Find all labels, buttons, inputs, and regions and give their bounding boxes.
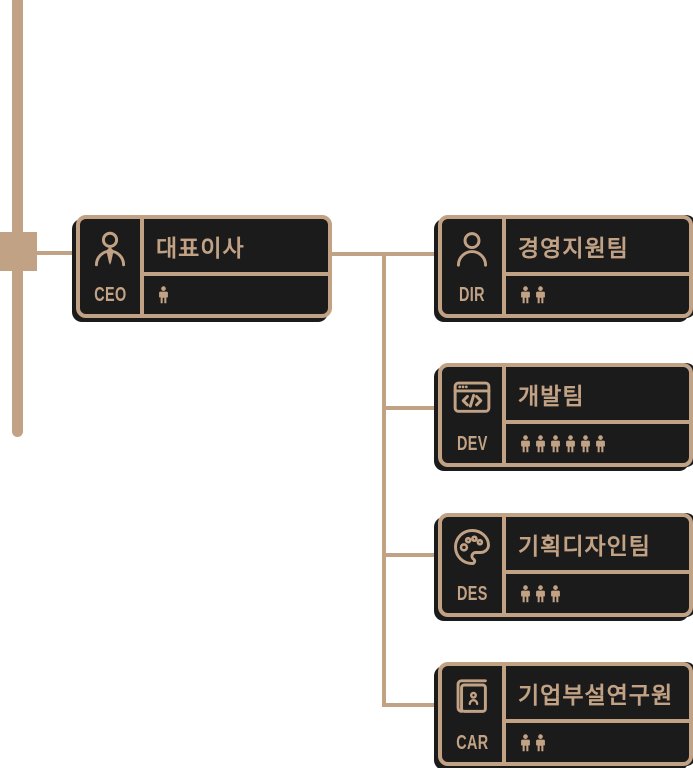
person-icon	[536, 584, 545, 602]
car-icon-column: CAR	[442, 666, 506, 762]
palette-icon	[450, 525, 494, 569]
headcount-row	[506, 723, 689, 762]
org-card-dir: DIR 경영지원팀	[438, 215, 693, 318]
person-icon	[521, 733, 530, 751]
headcount-row	[144, 276, 328, 314]
org-title: 기획디자인팀	[518, 532, 651, 559]
person-icon	[521, 286, 530, 304]
connector-root-to-ceo	[37, 251, 76, 255]
person-icon	[521, 434, 530, 452]
person-icon	[566, 434, 575, 452]
person-icon	[581, 434, 590, 452]
org-title: 경영지원팀	[518, 234, 629, 261]
org-code-label: DEV	[456, 433, 488, 455]
root-node-square	[0, 232, 37, 271]
org-card-car: CAR 기업부설연구원	[438, 662, 693, 766]
org-title: 기업부설연구원	[518, 681, 674, 708]
org-title-row: 대표이사	[144, 219, 328, 276]
headcount-row	[506, 424, 689, 463]
org-card-dev: DEV 개발팀	[438, 363, 693, 467]
dir-icon-column: DIR	[442, 219, 506, 314]
code-window-icon	[450, 375, 494, 419]
user-icon	[450, 227, 494, 271]
person-icon	[596, 434, 605, 452]
org-code-label: CAR	[455, 732, 489, 754]
research-book-icon	[450, 674, 494, 718]
user-tie-icon	[88, 227, 132, 271]
root-trunk-line	[12, 0, 23, 437]
org-card-ceo: CEO 대표이사	[76, 215, 332, 318]
org-title-row: 기획디자인팀	[506, 517, 689, 574]
org-card-des: DES 기획디자인팀	[438, 513, 693, 617]
person-icon	[521, 584, 530, 602]
headcount-row	[506, 574, 689, 613]
org-title: 대표이사	[156, 234, 245, 261]
des-icon-column: DES	[442, 517, 506, 613]
person-icon	[551, 584, 560, 602]
branch-line-dev	[386, 406, 438, 410]
org-code-label: DIR	[459, 284, 485, 306]
org-title: 개발팀	[518, 382, 585, 409]
org-title-row: 기업부설연구원	[506, 666, 689, 723]
person-icon	[536, 286, 545, 304]
person-icon	[536, 434, 545, 452]
person-icon	[551, 434, 560, 452]
headcount-row	[506, 276, 689, 314]
org-code-label: CEO	[93, 284, 127, 306]
dev-icon-column: DEV	[442, 367, 506, 463]
org-title-row: 개발팀	[506, 367, 689, 424]
org-code-label: DES	[456, 583, 488, 605]
person-icon	[536, 733, 545, 751]
ceo-icon-column: CEO	[80, 219, 144, 314]
person-icon	[159, 286, 168, 304]
department-trunk-line	[382, 252, 386, 707]
branch-line-des	[386, 553, 438, 557]
branch-line-car	[386, 703, 438, 707]
org-title-row: 경영지원팀	[506, 219, 689, 276]
